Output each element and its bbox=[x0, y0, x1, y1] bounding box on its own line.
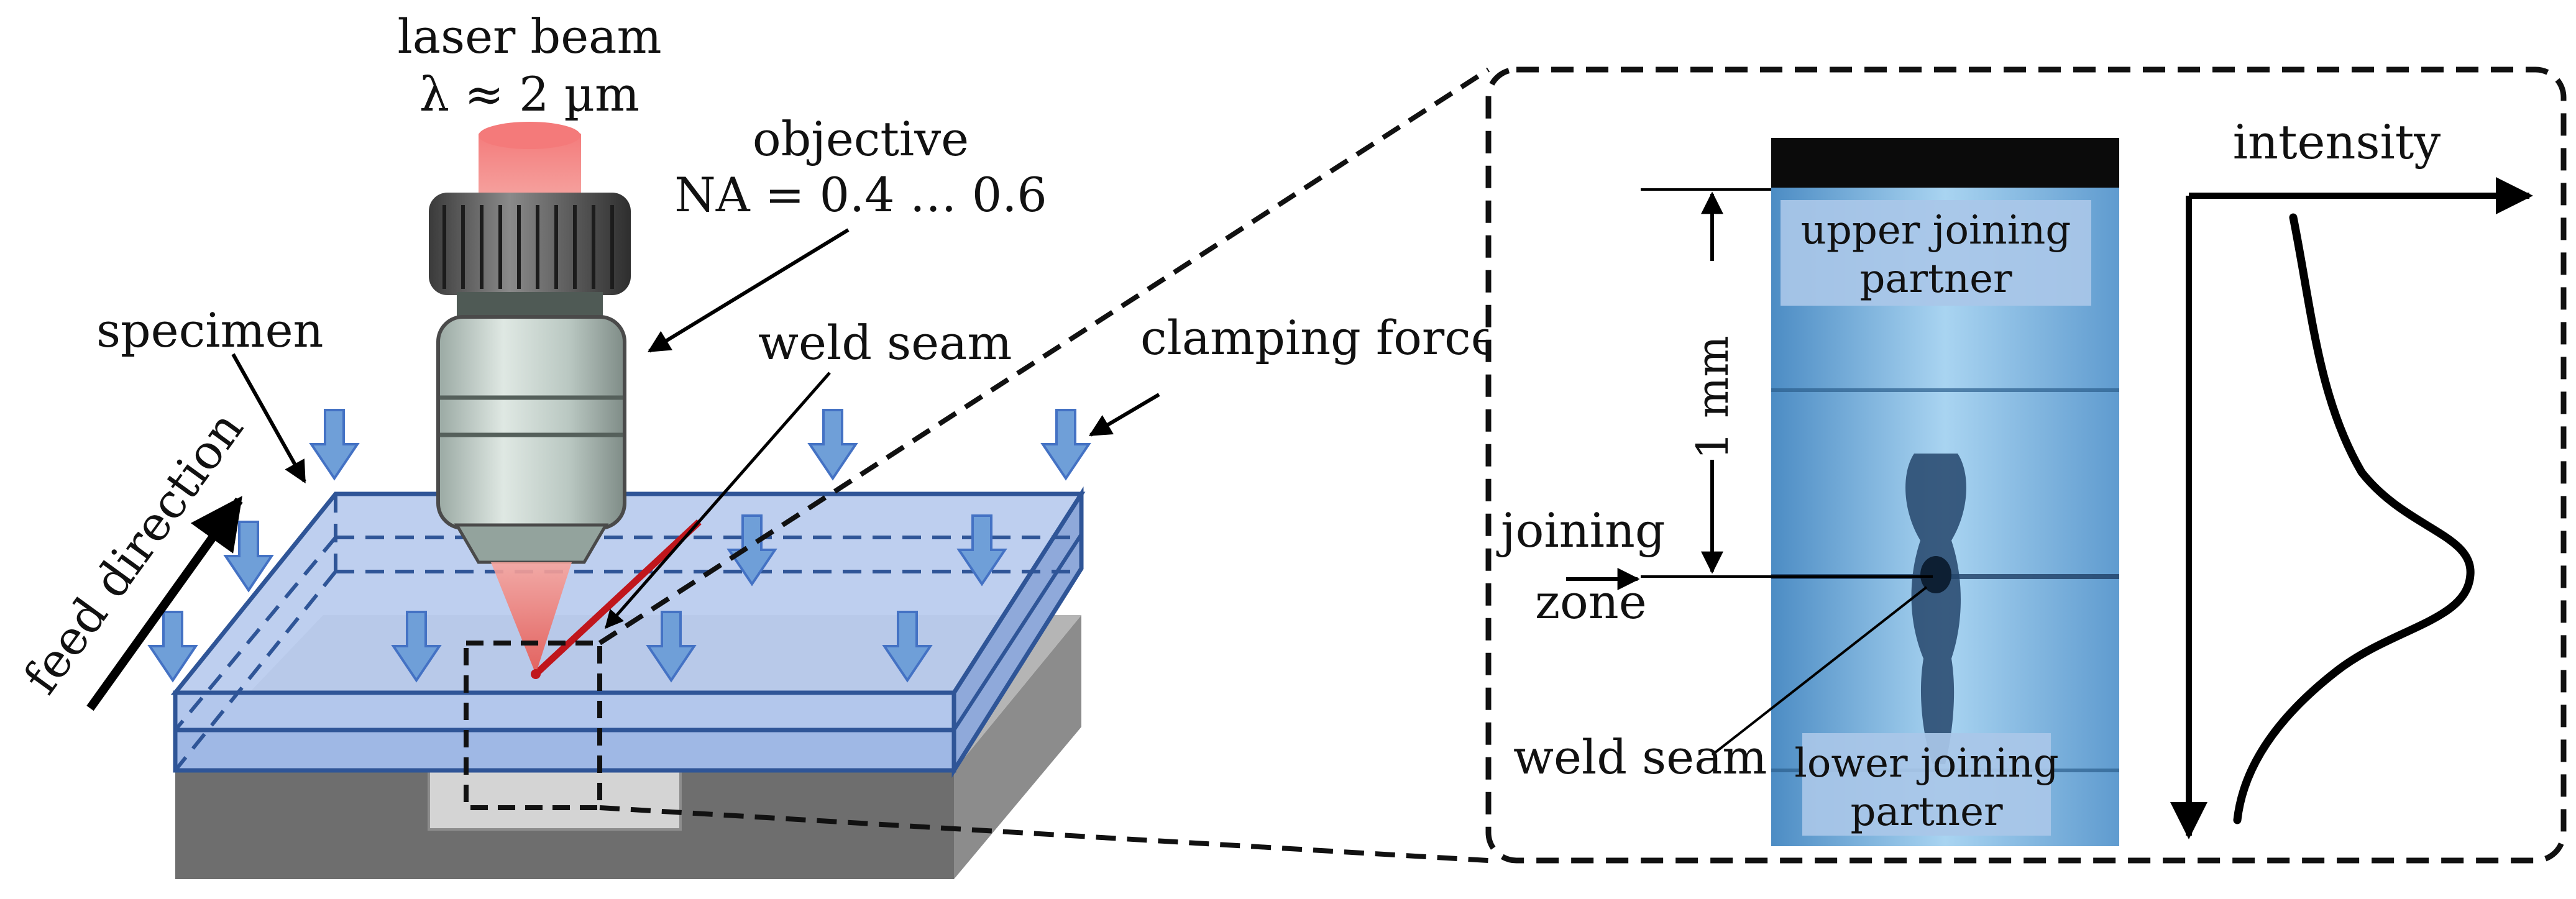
joining-zone-label-2: zone bbox=[1535, 574, 1647, 629]
upper-joining-partner-label-2: partner bbox=[1859, 256, 2012, 302]
joining-zone-label: joining bbox=[1496, 503, 1665, 558]
laser-cone bbox=[491, 562, 572, 674]
microscope-objective-icon bbox=[429, 193, 631, 564]
objective-pointer bbox=[647, 228, 850, 353]
zoom-region-box bbox=[464, 641, 602, 810]
scale-bar-label: 1 mm bbox=[1687, 335, 1738, 460]
objective-body bbox=[436, 315, 626, 530]
down-arrow-icon bbox=[391, 611, 442, 683]
feed-direction-arrow bbox=[86, 496, 243, 711]
down-arrow-icon bbox=[1040, 409, 1091, 481]
wavelength-label: λ ≈ 2 µm bbox=[419, 66, 639, 122]
objective-cap bbox=[429, 193, 631, 295]
intensity-profile-curve bbox=[2233, 213, 2475, 824]
objective-label: objective bbox=[753, 111, 969, 167]
clamping-force-pointer bbox=[1088, 393, 1160, 437]
micrograph bbox=[1771, 138, 2119, 846]
hidden-edge bbox=[173, 570, 337, 772]
down-arrow-icon bbox=[807, 409, 858, 481]
specimen-setup bbox=[86, 122, 1160, 879]
detail-panel: upper joining partner lower joining part… bbox=[1485, 66, 2567, 864]
hidden-edge bbox=[173, 536, 337, 731]
laser-beam-top bbox=[479, 122, 580, 149]
glass-layer-line bbox=[952, 533, 1083, 731]
laser-focus bbox=[531, 669, 541, 679]
down-arrow-icon bbox=[147, 611, 198, 683]
weld-seam-structure bbox=[1905, 454, 1966, 764]
projection-line-bottom bbox=[599, 805, 1489, 863]
lower-joining-partner-label: lower joining bbox=[1794, 741, 2058, 787]
glass-top bbox=[170, 491, 1086, 695]
glass-lower-front bbox=[173, 728, 956, 773]
specimen-label: specimen bbox=[96, 303, 324, 358]
clamping-force-label: clamping force bbox=[1140, 310, 1499, 365]
upper-joining-partner-label: upper joining bbox=[1801, 208, 2071, 253]
glass-upper-front bbox=[173, 690, 956, 732]
cap-knurling bbox=[442, 205, 614, 289]
base-block-side bbox=[954, 615, 1081, 879]
upper-partner-box bbox=[1781, 200, 2091, 306]
clamp-arrows bbox=[147, 409, 1091, 683]
down-arrow-icon bbox=[646, 611, 697, 683]
weld-seam-label: weld seam bbox=[758, 315, 1012, 370]
objective-tip bbox=[454, 523, 609, 564]
weld-seam-line bbox=[533, 519, 702, 677]
down-arrow-icon bbox=[309, 409, 360, 481]
specimen-pointer bbox=[231, 353, 306, 484]
weld-core bbox=[1920, 556, 1951, 593]
weld-seam-detail-label: weld seam bbox=[1513, 729, 1767, 785]
down-arrow-icon bbox=[223, 521, 274, 593]
projection-line-top bbox=[598, 67, 1490, 646]
down-arrow-icon bbox=[956, 514, 1007, 586]
intensity-label: intensity bbox=[2233, 114, 2441, 170]
down-arrow-icon bbox=[882, 611, 933, 683]
weld-seam-pointer bbox=[605, 372, 831, 629]
lower-partner-box bbox=[1802, 733, 2051, 836]
micrograph-top-bar bbox=[1771, 138, 2119, 188]
lower-joining-partner-label-2: partner bbox=[1850, 789, 2003, 835]
weld-seam-detail-pointer bbox=[1711, 586, 1928, 756]
numerical-aperture-label: NA = 0.4 … 0.6 bbox=[674, 167, 1047, 222]
laser-beam-label: laser beam bbox=[397, 9, 661, 64]
